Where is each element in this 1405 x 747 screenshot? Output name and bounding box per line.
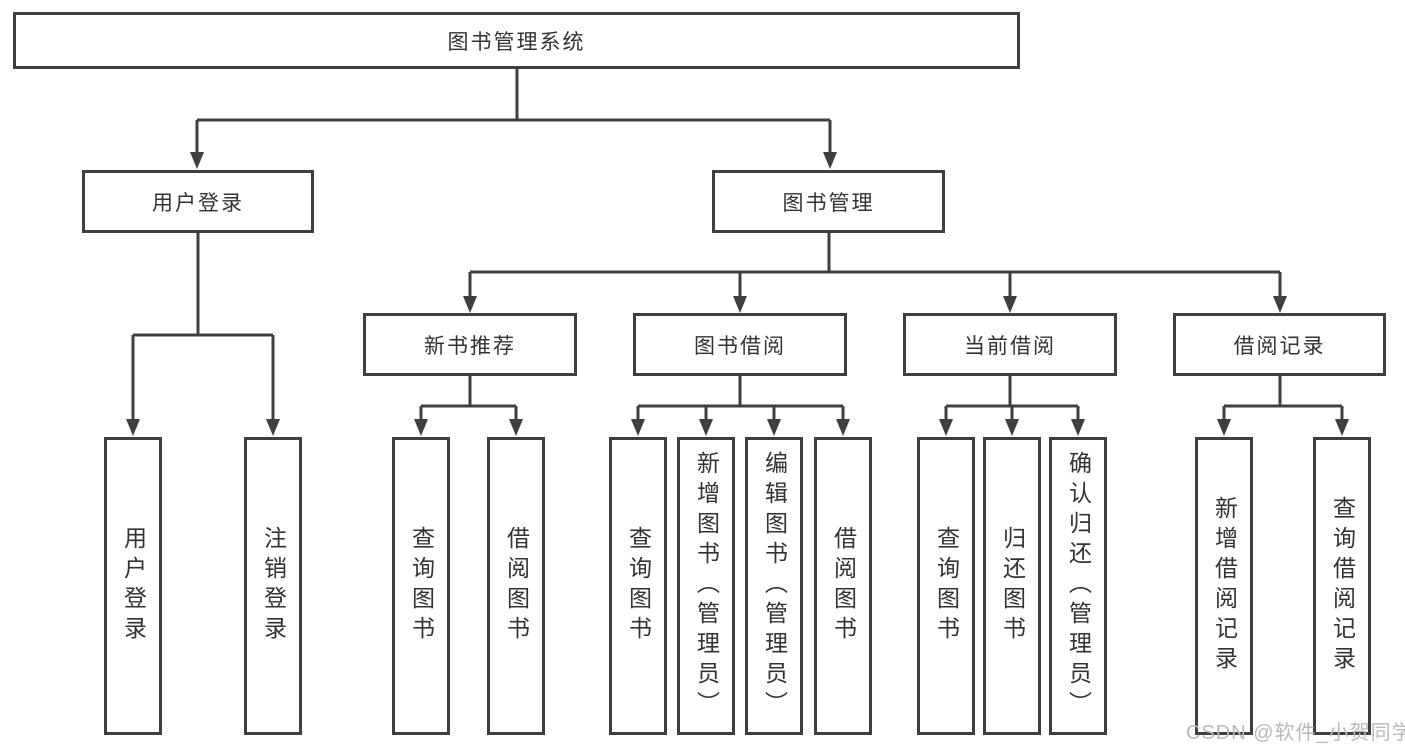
- leaf-user-login: 用户登录: [104, 437, 162, 735]
- node-label: 图书管理: [782, 191, 875, 215]
- node-current-borrowing: 当前借阅: [903, 313, 1117, 376]
- leaf-return-book: 归还图书: [983, 437, 1041, 735]
- node-label: 新增图书（管理员）: [693, 451, 720, 721]
- node-label: 确认归还（管理员）: [1065, 451, 1092, 721]
- leaf-add-book-admin: 新增图书（管理员）: [677, 437, 735, 735]
- node-label: 借阅图书: [830, 526, 857, 646]
- node-label: 查询图书: [408, 526, 435, 646]
- leaf-search-books: 查询图书: [609, 437, 667, 735]
- csdn-watermark: CSDN @软件_小贺同学: [1186, 722, 1405, 744]
- node-book-management: 图书管理: [712, 170, 945, 233]
- node-label: 借阅图书: [503, 526, 530, 646]
- leaf-borrow-books: 借阅图书: [487, 437, 545, 735]
- node-label: 图书借阅: [694, 334, 786, 358]
- node-label: 图书管理系统: [447, 30, 586, 54]
- node-label: 用户登录: [120, 526, 147, 646]
- node-label: 查询图书: [933, 526, 960, 646]
- arrowheads: [126, 152, 1349, 436]
- node-label: 注销登录: [260, 526, 287, 646]
- node-user-login: 用户登录: [82, 170, 314, 233]
- node-label: 归还图书: [999, 526, 1026, 646]
- node-library-system: 图书管理系统: [13, 12, 1020, 69]
- leaf-search-borrow-record: 查询借阅记录: [1313, 437, 1371, 735]
- node-label: 查询借阅记录: [1329, 496, 1356, 676]
- leaf-search-books: 查询图书: [917, 437, 975, 735]
- leaf-search-books: 查询图书: [392, 437, 450, 735]
- node-label: 当前借阅: [964, 334, 1056, 358]
- node-label: 用户登录: [152, 191, 244, 215]
- node-label: 编辑图书（管理员）: [761, 451, 788, 721]
- leaf-logout: 注销登录: [244, 437, 302, 735]
- node-book-borrowing: 图书借阅: [633, 313, 847, 376]
- leaf-borrow-books: 借阅图书: [814, 437, 872, 735]
- node-new-book-recommendation: 新书推荐: [363, 313, 577, 376]
- node-label: 新增借阅记录: [1211, 496, 1238, 676]
- node-label: 查询图书: [625, 526, 652, 646]
- node-borrowing-records: 借阅记录: [1173, 313, 1386, 376]
- leaf-confirm-return-admin: 确认归还（管理员）: [1049, 437, 1107, 735]
- node-label: 借阅记录: [1233, 334, 1326, 358]
- leaf-add-borrow-record: 新增借阅记录: [1195, 437, 1253, 735]
- leaf-edit-book-admin: 编辑图书（管理员）: [745, 437, 803, 735]
- node-label: 新书推荐: [424, 334, 516, 358]
